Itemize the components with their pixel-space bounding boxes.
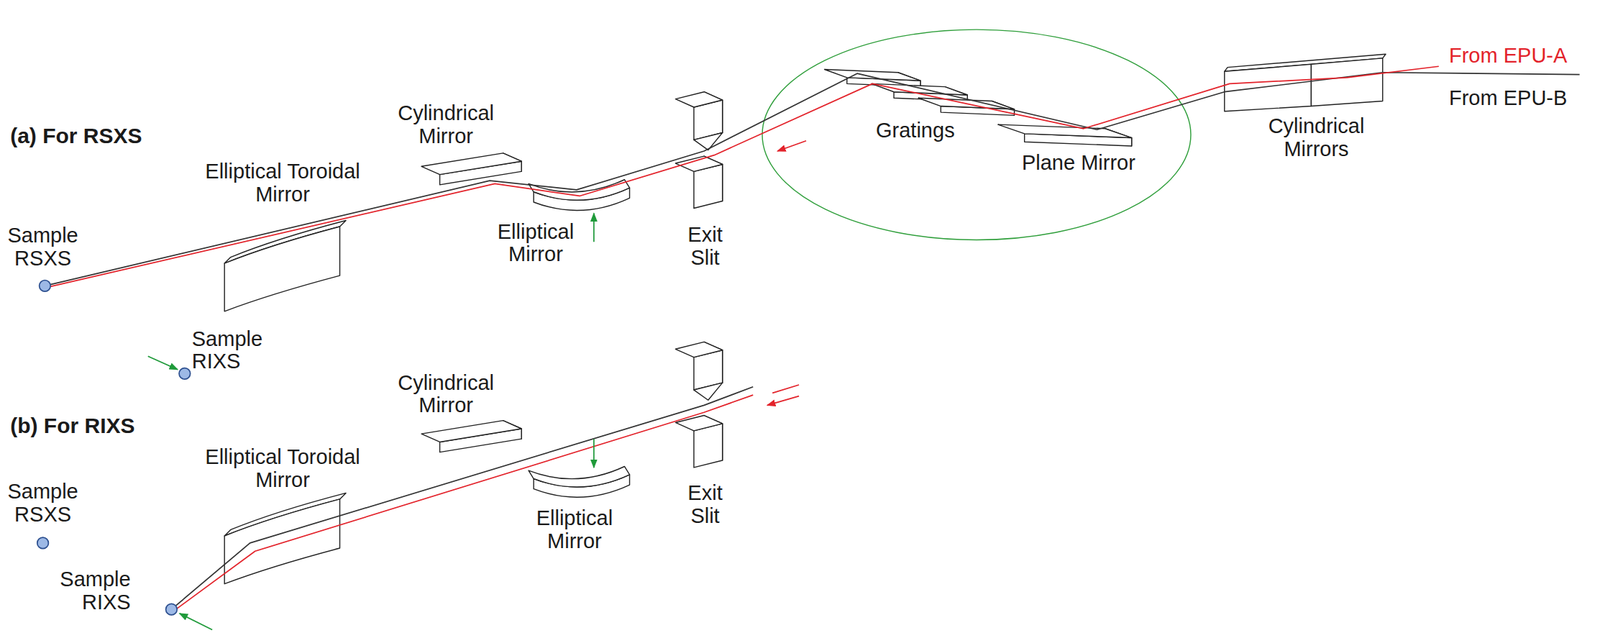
part-label: From EPU-A xyxy=(1448,44,1567,68)
beam-epu-b xyxy=(171,386,753,610)
part-label: Elliptical Mirror xyxy=(520,506,629,553)
cylindrical-mirror xyxy=(421,420,522,443)
cylindrical-mirrors xyxy=(1310,58,1383,107)
part-label: Sample RIXS xyxy=(51,568,131,615)
part-label: Cylindrical Mirror xyxy=(384,102,507,149)
part-label: Elliptical Mirror xyxy=(481,220,590,267)
highlight-ellipse xyxy=(762,29,1191,240)
part-label: Exit Slit xyxy=(676,223,735,270)
grating xyxy=(824,69,921,81)
exit-slit-jaw xyxy=(675,156,722,172)
part-label: Cylindrical Mirror xyxy=(384,371,507,418)
cylindrical-mirrors xyxy=(1224,64,1312,111)
section-heading: (b) For RIXS xyxy=(10,413,135,438)
sample-position xyxy=(166,603,178,615)
part-label: Cylindrical Mirrors xyxy=(1251,115,1382,162)
mirror-move-arrow xyxy=(593,213,595,243)
part-label: Sample RSXS xyxy=(3,224,83,271)
part-label: From EPU-B xyxy=(1448,87,1567,111)
sample-position xyxy=(179,368,191,380)
section-heading: (a) For RSXS xyxy=(10,123,142,148)
part-label: Exit Slit xyxy=(676,481,735,528)
sample-arrow xyxy=(179,613,213,630)
part-label: Plane Mirror xyxy=(1021,151,1136,175)
exit-slit-blade xyxy=(693,382,723,400)
cylindrical-mirror xyxy=(421,153,522,175)
part-label: Elliptical Toroidal Mirror xyxy=(189,445,377,492)
exit-slit-jaw xyxy=(675,415,722,431)
plane-mirror xyxy=(998,124,1132,138)
beam-epu-a xyxy=(174,394,754,610)
beam-epu-a xyxy=(44,66,1439,288)
exit-slit-jaw xyxy=(675,92,722,108)
elliptical-mirror xyxy=(528,465,630,487)
illustration-group xyxy=(37,29,1580,630)
part-label: Sample RSXS xyxy=(3,480,83,527)
part-label: Sample RIXS xyxy=(192,327,272,374)
sample-arrow xyxy=(148,355,178,369)
beam-direction-arrow xyxy=(767,396,799,406)
beam-direction-arrow xyxy=(777,140,807,152)
part-label: Elliptical Toroidal Mirror xyxy=(189,160,377,207)
exit-slit-blade xyxy=(693,132,723,150)
mirror-move-arrow xyxy=(593,438,595,468)
part-label: Gratings xyxy=(875,119,955,143)
sample-position xyxy=(39,280,52,292)
beam-direction-arrow xyxy=(772,384,799,393)
toroidal-mirror xyxy=(224,499,340,584)
sample-position xyxy=(37,537,49,549)
elliptical-mirror xyxy=(528,179,630,201)
exit-slit-jaw xyxy=(675,341,722,357)
beam-epu-b xyxy=(44,72,1580,287)
